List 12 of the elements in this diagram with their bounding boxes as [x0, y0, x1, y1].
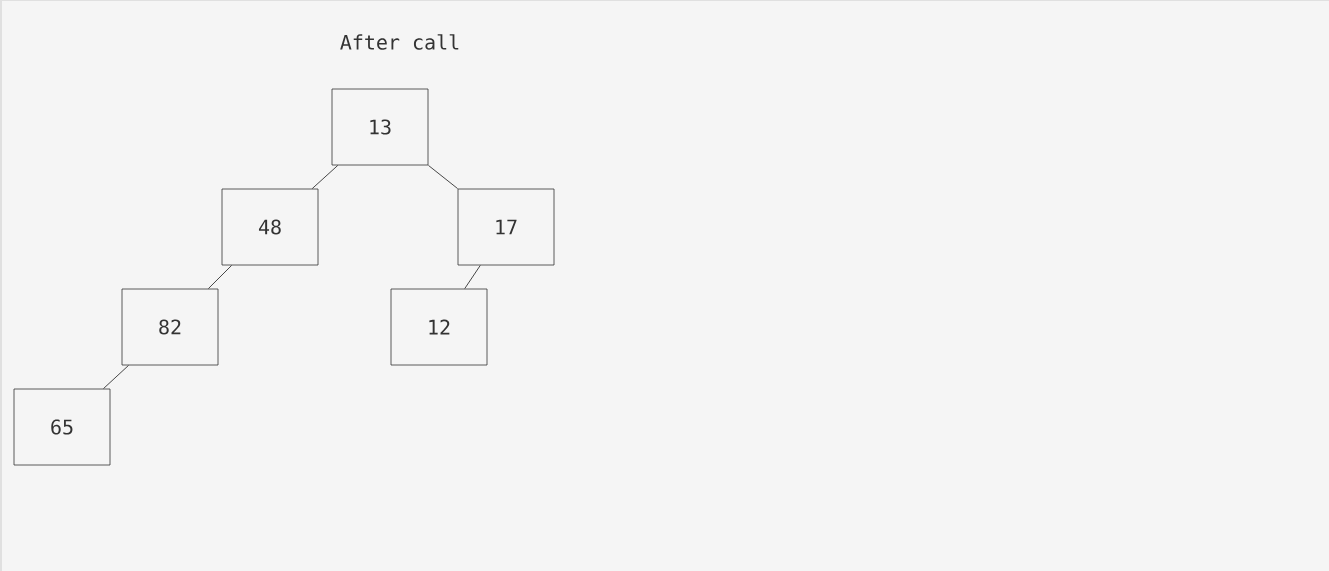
branch-line — [311, 164, 339, 190]
branch-line — [464, 264, 481, 290]
branch-line — [103, 364, 129, 390]
number-box: 12 — [390, 288, 488, 366]
number-box: 13 — [331, 88, 429, 166]
number-box: 48 — [221, 188, 319, 266]
number-box: 17 — [457, 188, 555, 266]
title: After call — [340, 34, 459, 50]
branch-line — [427, 164, 459, 190]
branch-line — [207, 264, 233, 290]
number-box: 65 — [13, 388, 111, 466]
number-box: 82 — [121, 288, 219, 366]
